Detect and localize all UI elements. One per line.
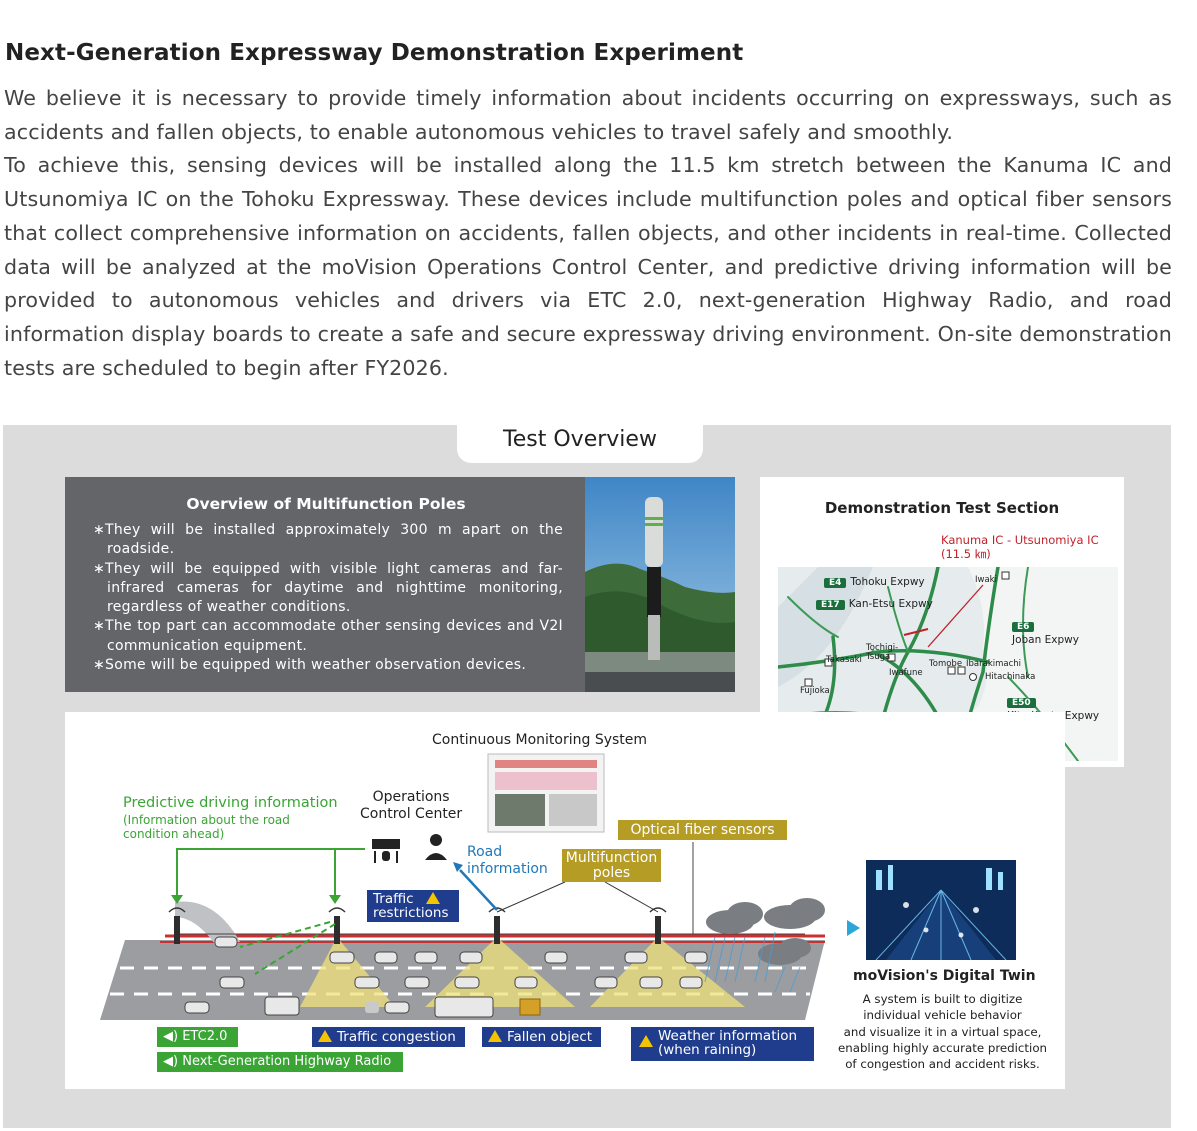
page-title: Next-Generation Expressway Demonstration… <box>5 40 744 66</box>
optical-fiber-badge: Optical fiber sensors <box>618 820 787 840</box>
place-takasaki: Takasaki <box>826 655 862 665</box>
traffic-restrictions-badge: Traffic restrictions <box>367 890 459 922</box>
control-center-label: Operations Control Center <box>360 789 463 822</box>
place-tomobe: Tomobe <box>929 659 963 669</box>
place-iwafune: Iwafune <box>889 668 923 678</box>
intro-paragraph-2: To achieve this, sensing devices will be… <box>4 153 1172 380</box>
warning-icon <box>425 892 440 904</box>
list-item: ∗They will be installed approximately 30… <box>93 522 563 558</box>
list-item: ∗Some will be equipped with weather obse… <box>93 657 527 674</box>
multifunction-pole-photo <box>585 477 735 692</box>
predictive-title: Predictive driving information <box>123 795 338 811</box>
digital-twin-description: A system is built to digitize individual… <box>837 992 1048 1072</box>
poles-overview-title: Overview of Multifunction Poles <box>186 495 466 513</box>
weather-information-badge: Weather information(when raining) <box>631 1027 814 1061</box>
poles-overview-box: Overview of Multifunction Poles ∗They wi… <box>65 477 585 692</box>
speaker-icon: ◀) <box>163 1054 179 1069</box>
speaker-icon: ◀) <box>163 1029 179 1044</box>
place-fujioka: Fujioka <box>800 686 830 696</box>
list-item: ∗They will be equipped with visible ligh… <box>93 560 563 616</box>
place-ibarakimachi: Ibarakimachi <box>966 659 1022 669</box>
warning-icon <box>318 1030 332 1042</box>
intro-paragraph-1: We believe it is necessary to provide ti… <box>4 86 1172 144</box>
place-hitachinaka: Hitachinaka <box>985 672 1036 682</box>
warning-icon <box>488 1030 502 1042</box>
place-tsuga: Tsuga <box>866 652 891 662</box>
fallen-object-badge: Fallen object <box>482 1027 601 1047</box>
expressway-illustration <box>100 753 860 1020</box>
traffic-congestion-badge: Traffic congestion <box>312 1027 465 1047</box>
digital-twin-title: moVision's Digital Twin <box>853 968 1036 984</box>
poles-overview-list: ∗They will be installed approximately 30… <box>89 521 563 675</box>
monitoring-system-title: Continuous Monitoring System <box>432 732 648 748</box>
place-iwaki: Iwaki <box>975 575 997 585</box>
section-name: Kanuma IC - Utsunomiya IC <box>941 533 1099 547</box>
place-tochigi: Tochigi- <box>866 643 899 653</box>
section-label: Kanuma IC - Utsunomiya IC (11.5 ㎞) <box>941 533 1099 561</box>
road-information-label: Road information <box>467 844 548 877</box>
list-item: ∗The top part can accommodate other sens… <box>93 618 563 654</box>
test-overview-tab: Test Overview <box>457 420 703 463</box>
multifunction-poles-badge: Multifunction poles <box>562 849 661 882</box>
map-title: Demonstration Test Section <box>824 499 1060 517</box>
warning-icon <box>639 1035 653 1047</box>
section-length: (11.5 ㎞) <box>941 547 991 561</box>
etc-badge: ◀) ETC2.0 <box>157 1027 238 1047</box>
predictive-subtitle: (Information about the road condition ah… <box>123 813 290 841</box>
intro-text: We believe it is necessary to provide ti… <box>4 82 1172 385</box>
digital-twin-image <box>866 860 1016 960</box>
highway-radio-badge: ◀) Next-Generation Highway Radio <box>157 1052 403 1072</box>
